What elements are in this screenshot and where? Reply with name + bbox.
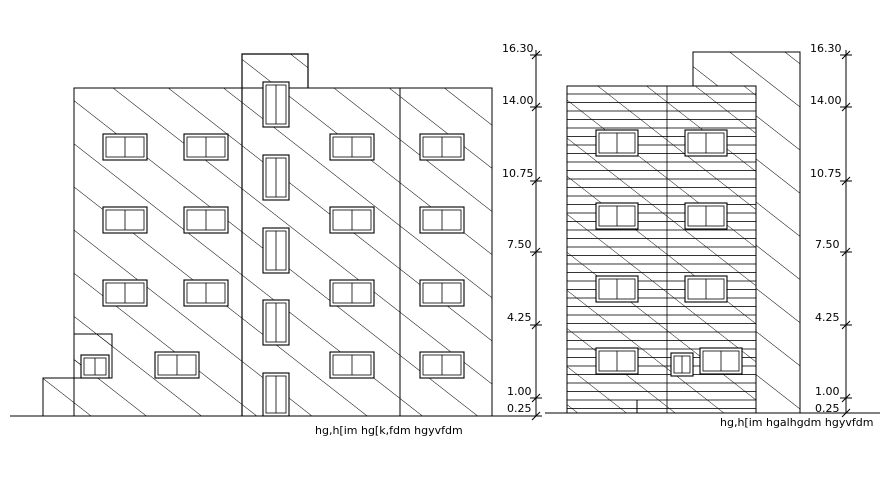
front-level-1075: 10.75: [502, 167, 534, 180]
front-level-025: 0.25: [507, 402, 532, 415]
front-window: [419, 206, 465, 234]
side-level-100: 1.00: [815, 385, 840, 398]
side-entry-door: [80, 354, 110, 379]
front-window: [102, 206, 148, 234]
side-level-425: 4.25: [815, 311, 840, 324]
front-window: [183, 133, 229, 161]
side-level-1400: 14.00: [810, 94, 842, 107]
side-window: [684, 275, 728, 303]
front-window: [329, 133, 375, 161]
side-level-1630: 16.30: [810, 42, 842, 55]
side-window: [595, 275, 639, 303]
side-level-750: 7.50: [815, 238, 840, 251]
front-window: [329, 279, 375, 307]
side-window: [595, 202, 639, 230]
front-window: [102, 133, 148, 161]
front-window: [419, 351, 465, 379]
front-elevation-caption: hg,h[im hg[k,fdm hgyvfdm: [315, 424, 463, 437]
side-level-1075: 10.75: [810, 167, 842, 180]
side-tower-hatch: [692, 51, 801, 414]
front-window: [419, 279, 465, 307]
stair-window: [262, 81, 290, 128]
side-window: [684, 202, 728, 230]
front-window: [419, 133, 465, 161]
stair-window: [262, 154, 290, 201]
front-window: [329, 206, 375, 234]
stair-window: [262, 227, 290, 274]
side-level-025: 0.25: [815, 402, 840, 415]
front-window: [183, 206, 229, 234]
front-windows: [102, 81, 465, 379]
side-door: [670, 352, 694, 377]
front-elevation: [10, 53, 535, 417]
stair-window: [262, 299, 290, 346]
side-doors: [670, 352, 694, 377]
front-doors: [80, 354, 290, 417]
entrance-door: [262, 372, 290, 417]
side-window: [684, 129, 728, 157]
front-window: [154, 351, 200, 379]
front-window: [102, 279, 148, 307]
front-level-1400: 14.00: [502, 94, 534, 107]
front-window: [329, 351, 375, 379]
front-level-dimensions: 16.30 14.00 10.75 7.50 4.25 1.00 0.25: [502, 42, 542, 421]
front-level-750: 7.50: [507, 238, 532, 251]
side-level-dimensions: 16.30 14.00 10.75 7.50 4.25 1.00 0.25: [810, 42, 852, 418]
front-level-425: 4.25: [507, 311, 532, 324]
front-level-100: 1.00: [507, 385, 532, 398]
stair-tower-outline: [241, 53, 309, 416]
side-window: [699, 347, 743, 375]
side-elevation: [545, 51, 880, 414]
side-elevation-caption: hg,h[im hgalhgdm hgyvfdm: [720, 416, 873, 429]
front-window: [183, 279, 229, 307]
side-window: [595, 129, 639, 157]
side-window: [595, 347, 639, 375]
side-windows: [595, 129, 743, 375]
front-level-1630: 16.30: [502, 42, 534, 55]
